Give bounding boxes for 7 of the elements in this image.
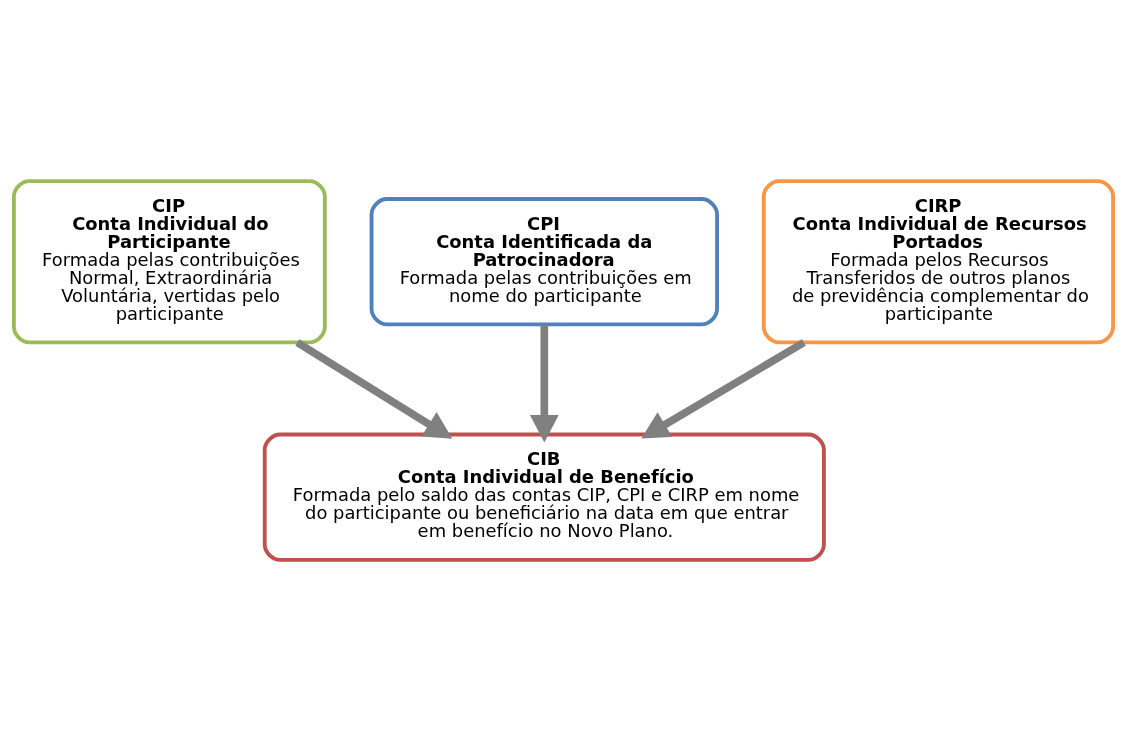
- node-box: CPI Conta Identificada da Patrocinadora Formada pelas contribuições em nome do participante: [369, 196, 719, 326]
- arrow: [295, 338, 453, 439]
- node-box: CIB Conta Individual de Benefício Formada pelo saldo das contas CIP, CPI e CIRP em nome do participante ou beneficiário na data em que entrar em benefício no Novo Plano.: [262, 432, 826, 562]
- arrow: [529, 324, 559, 442]
- node-box: CIRP Conta Individual de Recursos Portados Formada pelos Recursos Transferidos de outros planos de previdência complementar do participante: [761, 178, 1115, 344]
- arrow: [641, 338, 806, 439]
- node-box: CIP Conta Individual do Participante Formada pelas contribuições Normal, Extraordinária Voluntária, vertidas pelo participante: [12, 178, 327, 344]
